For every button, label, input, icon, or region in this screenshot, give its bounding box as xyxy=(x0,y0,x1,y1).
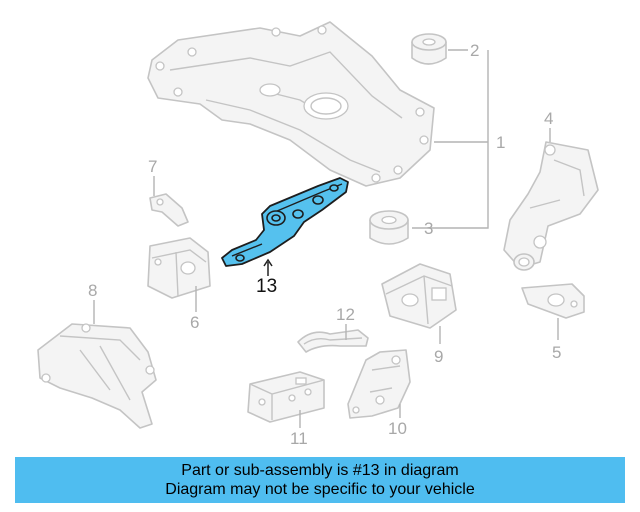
callout-12: 12 xyxy=(336,305,355,324)
callout-6: 6 xyxy=(190,313,199,332)
callout-1: 1 xyxy=(496,133,505,152)
bracket-part-7[interactable] xyxy=(149,193,189,227)
info-banner: Part or sub-assembly is #13 in diagram D… xyxy=(15,457,625,503)
callout-4: 4 xyxy=(544,109,553,128)
callout-7: 7 xyxy=(148,157,157,176)
banner-line-disclaimer: Diagram may not be specific to your vehi… xyxy=(165,481,475,498)
mount-part-6[interactable] xyxy=(147,237,211,299)
callout-10: 10 xyxy=(388,419,407,438)
bushing-part-3[interactable] xyxy=(369,210,409,245)
bracket-part-10[interactable] xyxy=(347,349,411,419)
mount-part-11[interactable] xyxy=(247,371,325,423)
banner-line-part-number: Part or sub-assembly is #13 in diagram xyxy=(181,462,459,479)
callout-3: 3 xyxy=(424,219,433,238)
mount-part-8[interactable] xyxy=(37,323,157,429)
bracket-part-4[interactable] xyxy=(503,141,599,271)
callout-9: 9 xyxy=(434,347,443,366)
leader-lines xyxy=(93,49,559,428)
callout-13: 13 xyxy=(256,276,277,297)
callout-8: 8 xyxy=(88,281,97,300)
strut-part-12[interactable] xyxy=(297,329,369,353)
callout-5: 5 xyxy=(552,343,561,362)
subframe-part-1[interactable] xyxy=(147,21,435,187)
callout-11: 11 xyxy=(290,429,308,448)
callout-numbers: 1 2 3 4 5 6 7 8 9 10 11 12 13 xyxy=(88,41,561,448)
torque-arm-part-13[interactable] xyxy=(221,177,349,267)
bushing-part-2[interactable] xyxy=(411,33,447,65)
callout-2: 2 xyxy=(470,41,479,60)
mount-part-9[interactable] xyxy=(381,263,457,329)
mount-part-5[interactable] xyxy=(521,283,585,319)
